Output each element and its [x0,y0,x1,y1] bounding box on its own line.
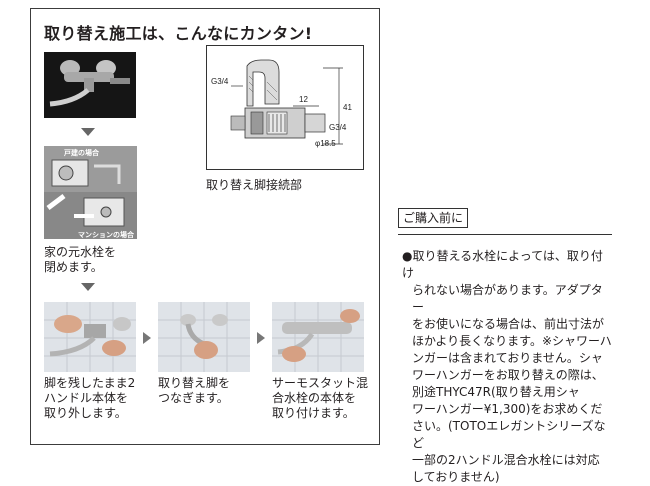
step3-caption-line: サーモスタット混 [272,376,369,390]
step1-caption: 脚を残したまま2 ハンドル本体を 取り外します。 [44,376,135,421]
step3-caption-line: 取り付けます。 [272,406,355,420]
right-arrow-1 [143,332,151,344]
step3-caption-line: 合水栓の本体を [272,391,357,405]
down-arrow-2 [81,283,95,291]
diagram-label-diam: φ18.5 [315,139,336,148]
step2-photo [158,302,250,372]
down-arrow-1 [81,128,95,136]
faucet-photo [44,52,136,118]
valve-illustration [44,146,137,239]
step1-caption-line: ハンドル本体を [44,391,129,405]
note-line: ンガーは含まれておりません。シャ [412,351,603,365]
note-line: 別途THYC47R(取り替え用シャ [412,385,580,399]
diagram-caption: 取り替え脚接続部 [206,178,303,192]
right-arrow-2 [257,332,265,344]
step1-caption-line: 取り外します。 [44,406,127,420]
valve-caption: 家の元水栓を 閉めます。 [44,245,116,275]
note-line: ワーハンガーをお取り替えの際は、 [412,368,604,382]
instruction-panel [30,8,380,445]
note-line: をお使いになる場合は、前出寸法が [412,317,605,331]
note-title: ご購入前に [398,208,468,228]
diagram-label-g34-top: G3/4 [211,77,229,86]
step1-caption-line: 脚を残したまま2 [44,376,136,390]
connection-diagram: G3/4 12 41 G3/4 φ18.5 [206,45,364,170]
step1-photo [44,302,136,372]
valve-caption-line: 家の元水栓を [44,245,117,259]
diagram-label-g34-right: G3/4 [329,123,347,132]
note-line: ●取り替える水栓によっては、取り付け [402,249,603,280]
valve-caption-line: 閉めます。 [44,260,103,274]
house-label: 戸建の場合 [64,149,99,157]
step2-caption: 取り替え脚を つなぎます。 [158,376,230,406]
diagram-label-41: 41 [343,103,352,112]
note-line: しておりません) [412,470,500,484]
mansion-label: マンションの場合 [78,231,134,239]
note-line: さい。(TOTOエレガントシリーズなど [412,419,606,450]
step2-caption-line: つなぎます。 [158,391,229,405]
note-line: 一部の2ハンドル混合水栓には対応 [412,453,600,467]
step3-photo [272,302,364,372]
note-line: ほかより長くなります。※シャワーハ [412,334,612,348]
step3-caption: サーモスタット混 合水栓の本体を 取り付けます。 [272,376,368,421]
note-line: られない場合があります。アダプター [412,283,603,314]
page-title: 取り替え施工は、こんなにカンタン! [44,24,313,43]
note-line: ワーハンガー¥1,300)をお求めくだ [412,402,603,416]
note-divider [398,234,612,235]
step2-caption-line: 取り替え脚を [158,376,231,390]
note-body: ●取り替える水栓によっては、取り付け られない場合があります。アダプター をお使… [402,248,614,486]
diagram-label-12: 12 [299,95,308,104]
